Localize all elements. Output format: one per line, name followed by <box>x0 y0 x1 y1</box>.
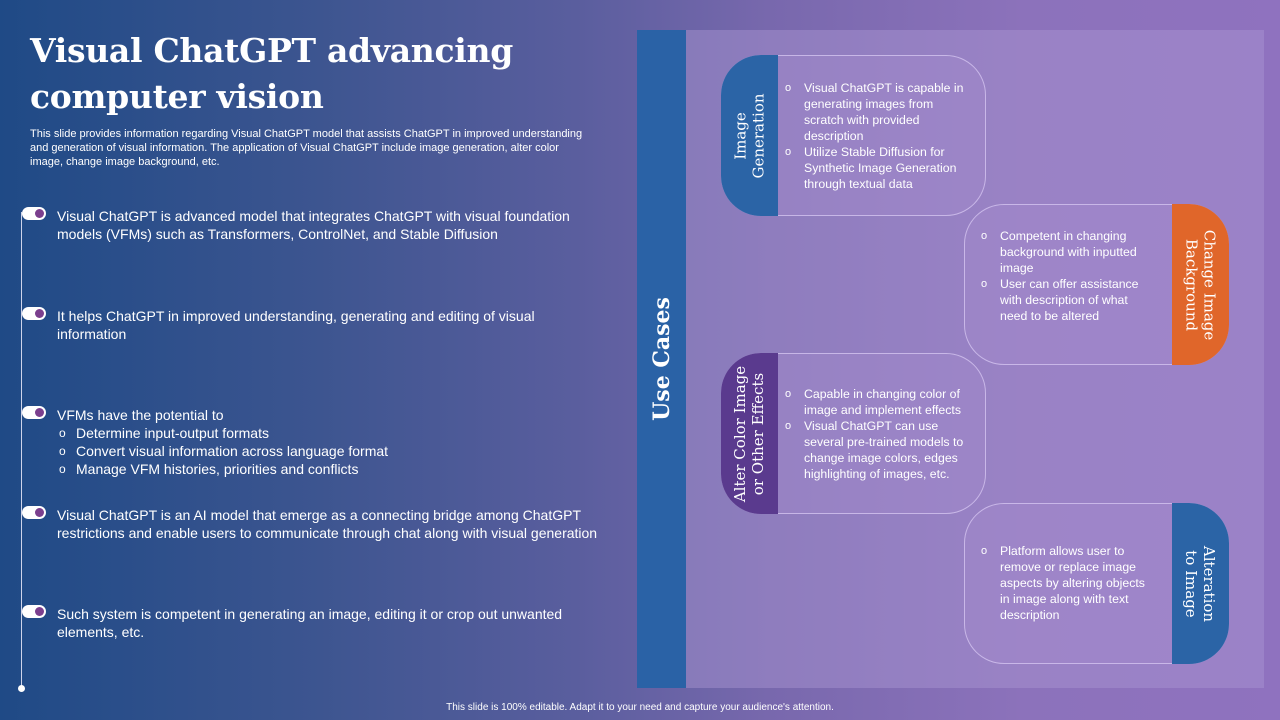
bullet-item-5: Such system is competent in generating a… <box>22 605 602 641</box>
use-case-point: Visual ChatGPT is capable in generating … <box>784 80 974 144</box>
bullet-text: VFMs have the potential to <box>57 407 224 423</box>
bullet-item-4: Visual ChatGPT is an AI model that emerg… <box>22 506 602 542</box>
bullet-text: Visual ChatGPT is advanced model that in… <box>57 208 570 242</box>
use-case-points: Platform allows user to remove or replac… <box>980 543 1155 623</box>
slide-subtitle: This slide provides information regardin… <box>30 128 583 168</box>
bullet-text: Visual ChatGPT is an AI model that emerg… <box>57 507 598 541</box>
use-cases-bar: Use Cases <box>637 30 686 688</box>
toggle-icon <box>22 605 46 618</box>
bullet-sub-list: Determine input-output formats Convert v… <box>57 424 602 478</box>
use-case-points: Capable in changing color of image and i… <box>784 386 980 482</box>
use-case-points: Competent in changing background with in… <box>980 228 1155 324</box>
sub-list-item: Convert visual information across langua… <box>57 442 602 460</box>
sub-list-item: Determine input-output formats <box>57 424 602 442</box>
bullet-item-1: Visual ChatGPT is advanced model that in… <box>22 207 602 243</box>
toggle-icon <box>22 207 46 220</box>
use-case-point: Visual ChatGPT can use several pre-train… <box>784 418 980 482</box>
bullet-text: It helps ChatGPT in improved understandi… <box>57 308 535 342</box>
slide-title: Visual ChatGPT advancing computer vision <box>30 31 513 116</box>
use-cases-label: Use Cases <box>648 297 675 421</box>
toggle-icon <box>22 307 46 320</box>
timeline-line <box>21 212 22 688</box>
timeline-end-dot <box>18 685 25 692</box>
bullet-text: Such system is competent in generating a… <box>57 606 563 640</box>
slide-footer: This slide is 100% editable. Adapt it to… <box>446 702 834 713</box>
toggle-icon <box>22 506 46 519</box>
sub-list-item: Manage VFM histories, priorities and con… <box>57 460 602 478</box>
bullet-item-2: It helps ChatGPT in improved understandi… <box>22 307 602 343</box>
use-case-point: Platform allows user to remove or replac… <box>980 543 1155 623</box>
toggle-icon <box>22 406 46 419</box>
use-case-points: Visual ChatGPT is capable in generating … <box>784 80 974 192</box>
use-case-point: Capable in changing color of image and i… <box>784 386 980 418</box>
use-case-point: Competent in changing background with in… <box>980 228 1155 276</box>
use-case-point: Utilize Stable Diffusion for Synthetic I… <box>784 144 974 192</box>
use-case-point: User can offer assistance with descripti… <box>980 276 1155 324</box>
bullet-item-3: VFMs have the potential to Determine inp… <box>22 406 602 478</box>
